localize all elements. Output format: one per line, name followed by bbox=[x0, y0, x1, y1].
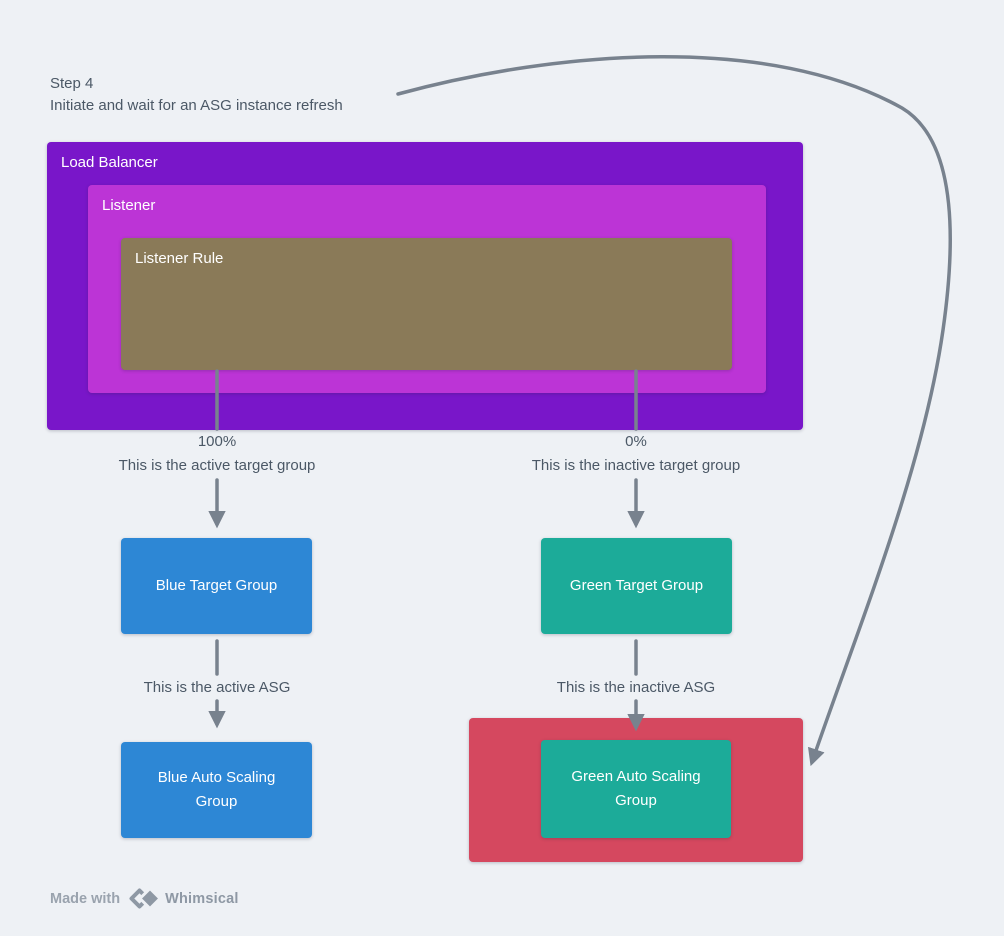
active-target-group-annotation: This is the active target group bbox=[118, 457, 316, 474]
inactive-target-group-annotation: This is the inactive target group bbox=[531, 457, 741, 474]
listener-label: Listener bbox=[102, 197, 156, 214]
green-auto-scaling-group-label: Green Auto Scaling Group bbox=[571, 768, 701, 809]
green-target-group-label: Green Target Group bbox=[569, 577, 704, 594]
whimsical-watermark[interactable]: Made with Whimsical bbox=[50, 886, 239, 912]
whimsical-logo-icon bbox=[129, 886, 163, 912]
green-target-group-node[interactable]: Green Target Group bbox=[541, 538, 732, 634]
made-with-text: Made with bbox=[50, 891, 121, 907]
load-balancer-label: Load Balancer bbox=[61, 154, 158, 171]
listener-rule-node[interactable]: Listener Rule bbox=[121, 238, 732, 370]
green-auto-scaling-group-node[interactable]: Green Auto Scaling Group bbox=[541, 740, 731, 838]
blue-target-group-label: Blue Target Group bbox=[155, 577, 278, 594]
active-asg-annotation: This is the active ASG bbox=[143, 679, 291, 696]
whimsical-brand-text: Whimsical bbox=[165, 891, 239, 907]
active-weight-label: 100% bbox=[197, 433, 237, 450]
listener-rule-label: Listener Rule bbox=[135, 250, 224, 267]
blue-auto-scaling-group-label: Blue Auto Scaling Group bbox=[157, 769, 276, 810]
inactive-weight-label: 0% bbox=[625, 433, 647, 450]
inactive-asg-annotation: This is the inactive ASG bbox=[556, 679, 716, 696]
step-description: Initiate and wait for an ASG instance re… bbox=[50, 97, 343, 114]
step-annotation: Step 4 Initiate and wait for an ASG inst… bbox=[50, 73, 343, 117]
blue-target-group-node[interactable]: Blue Target Group bbox=[121, 538, 312, 634]
step-title: Step 4 bbox=[50, 75, 94, 92]
blue-auto-scaling-group-node[interactable]: Blue Auto Scaling Group bbox=[121, 742, 312, 838]
